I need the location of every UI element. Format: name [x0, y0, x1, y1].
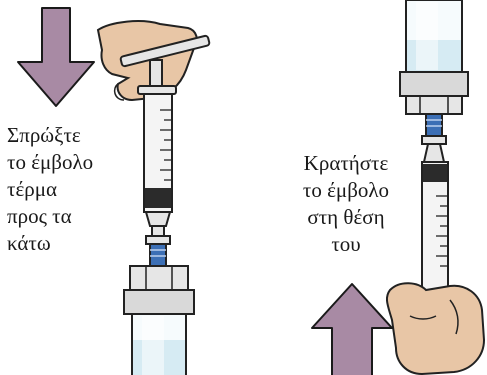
down-arrow-icon — [18, 8, 94, 106]
up-arrow-icon — [312, 284, 392, 375]
vial-icon — [124, 266, 194, 375]
vial-icon — [400, 0, 468, 114]
vial-adapter-icon — [422, 114, 446, 144]
hold-plunger-instruction: Κρατήστε το έμβολο στη θέση του — [280, 150, 412, 258]
push-plunger-instruction: Σπρώξτε το έμβολο τέρμα προς τα κάτω — [7, 122, 93, 257]
hand-icon — [387, 283, 484, 374]
vial-adapter-icon — [146, 236, 170, 266]
step-push-plunger: Σπρώξτε το έμβολο τέρμα προς τα κάτω — [0, 0, 250, 375]
step-hold-plunger: Κρατήστε το έμβολο στη θέση του — [250, 0, 487, 375]
